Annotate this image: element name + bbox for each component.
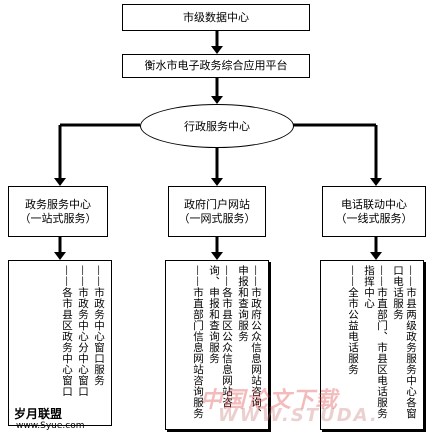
list-box-government: ——市政务中心窗口服务 ——市政务中心分中心窗口 ——各市县区政务中心窗口 [8,260,112,426]
arrowhead-portal-list [211,252,223,260]
admin-service-center-label: 行政服务中心 [184,120,250,133]
list-item: ——市直部门信息网站咨询服务 [192,265,204,419]
list-item: ——市政务中心窗口服务 [93,265,105,386]
list-item: ——市政府公众信息网站咨询、申报和查询服务 [237,265,262,419]
site-logo-url: www.Syue.com [16,421,85,431]
site-logo: 岁月联盟 [14,407,63,421]
list-item: ——市县两级政务服务中心各窗口电话服务 [392,265,417,419]
list-item: ——各市县区政务中心窗口 [61,265,73,397]
service-subtitle: （一线式服务） [335,211,413,225]
list-box-phone: ——市县两级政务服务中心各窗口电话服务 ——市直部门、市县区电话服务指挥中心 —… [320,260,424,430]
arrowhead-govservice-list [54,252,66,260]
list-item: ——各市县区公众信息网站咨询、申报和查询服务 [208,265,233,408]
watermark-text: 中国论文下载 [200,388,339,413]
arrowhead-platform [211,46,223,54]
arrowhead-phone [370,178,382,186]
service-subtitle: （一站式服务） [19,211,97,225]
service-title: 政府门户网站 [184,197,250,211]
city-data-center-box: 市级数据中心 [122,4,310,31]
service-box-government: 政务服务中心 （一站式服务） [8,186,108,237]
service-box-portal: 政府门户网站 （一网式服务） [168,186,266,237]
arrowhead-portal [211,178,223,186]
arrowhead-govservice [54,178,66,186]
list-item: ——全市公益电话服务 [347,265,359,375]
list-box-portal: ——市政府公众信息网站咨询、申报和查询服务 ——各市县区公众信息网站咨询、申报和… [165,260,269,430]
admin-service-center-oval: 行政服务中心 [140,104,294,148]
watermark-url: WWW.STUDA. [218,405,379,426]
service-title: 电话联动中心 [341,197,407,211]
service-title: 政务服务中心 [25,197,91,211]
service-subtitle: （一网式服务） [178,211,256,225]
service-box-phone: 电话联动中心 （一线式服务） [322,186,426,237]
list-item: ——市直部门、市县区电话服务指挥中心 [363,265,388,419]
arrowhead-phone-list [370,252,382,260]
list-item: ——市政务中心分中心窗口 [77,265,89,397]
city-data-center-label: 市级数据中心 [183,10,249,24]
arrowhead-admin [211,96,223,104]
platform-box: 衡水市电子政务综合应用平台 [122,54,310,78]
platform-label: 衡水市电子政务综合应用平台 [144,59,288,72]
